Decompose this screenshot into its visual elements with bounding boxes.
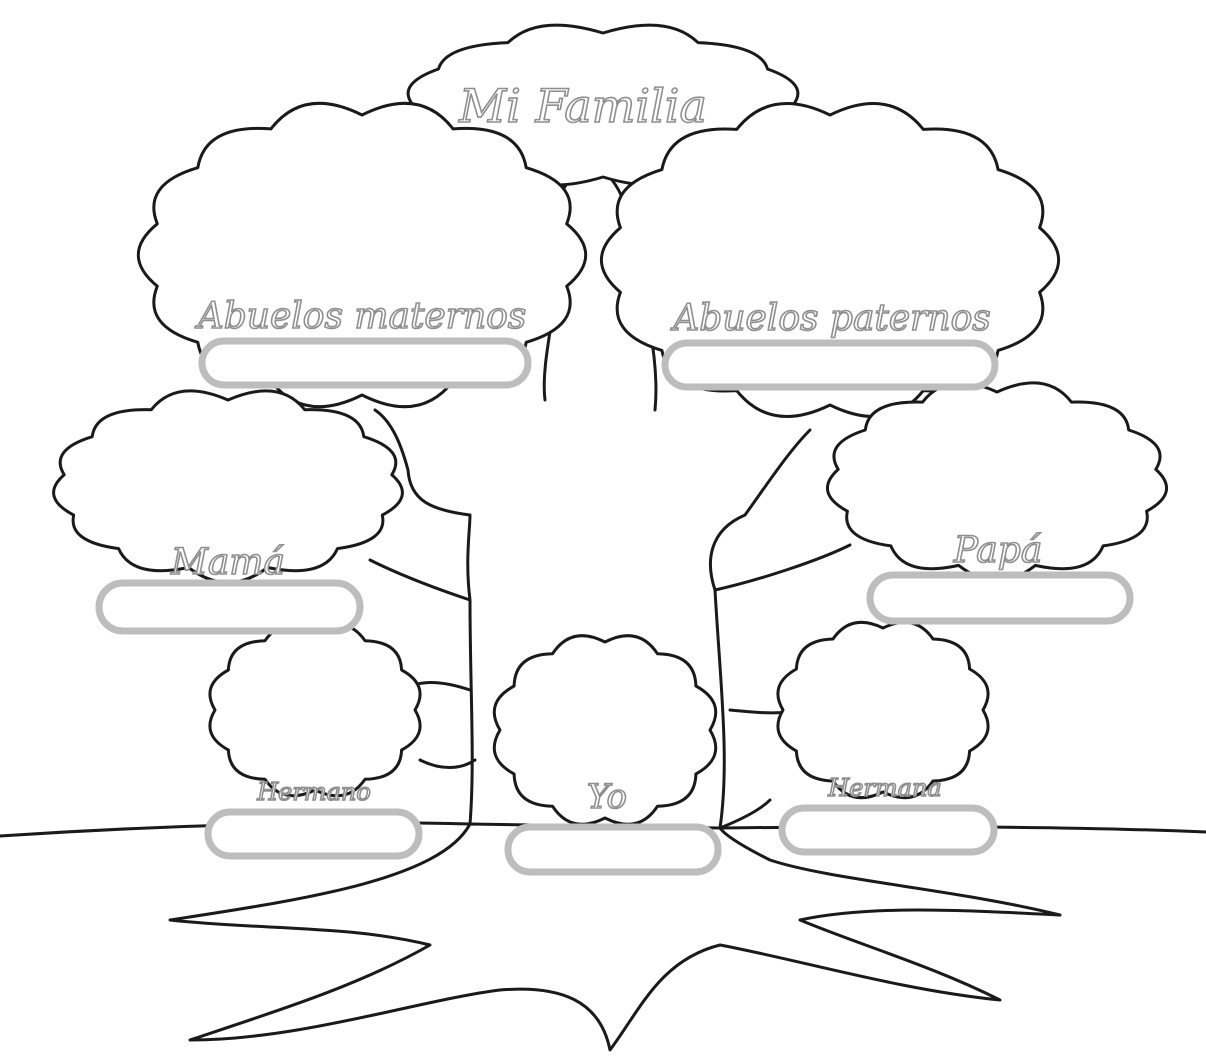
canopy-yo (492, 634, 718, 826)
slot-mama[interactable] (95, 579, 364, 635)
abuelos-paternos-label: Abuelos paternos (670, 298, 990, 339)
canopy-hermana (776, 620, 990, 800)
yo-label: Yo (587, 777, 627, 817)
slot-hermano[interactable] (204, 808, 423, 860)
canopy-hermano (208, 622, 422, 798)
slot-hermana[interactable] (778, 804, 998, 856)
hermano-label: Hermano (256, 778, 371, 806)
slot-yo[interactable] (504, 823, 722, 876)
papa-label: Papá (953, 530, 1043, 571)
mama-label: Mamá (170, 542, 285, 583)
slot-abuelos-paternos[interactable] (661, 339, 999, 391)
title-label: Mi Familia (458, 79, 707, 133)
tree-roots (168, 822, 1062, 1052)
tree-canopies (52, 23, 1168, 826)
hermana-label: Hermana (827, 774, 941, 802)
canopy-abuelos-paternos (599, 102, 1061, 418)
slot-papa[interactable] (866, 571, 1134, 625)
abuelos-maternos-label: Abuelos maternos (195, 296, 527, 337)
canopy-abuelos-maternos (136, 101, 588, 409)
slot-abuelos-maternos[interactable] (198, 337, 532, 389)
